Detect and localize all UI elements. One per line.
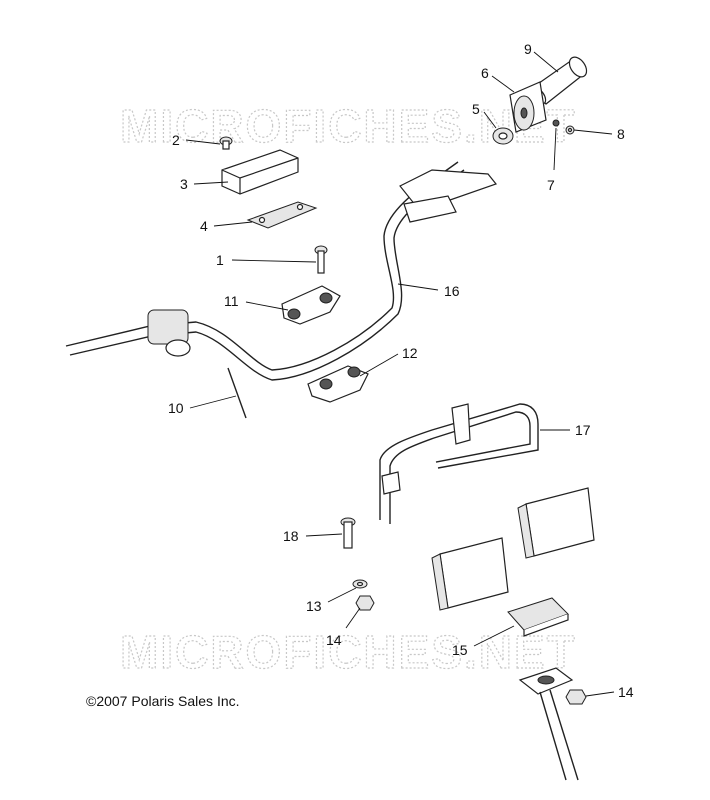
part-14b-nut [565,689,587,705]
part-10-cable-tie [227,367,247,419]
part-11-clamp [281,285,341,325]
part-17-bracket [379,403,539,524]
part-8-nut [565,125,575,135]
copyright-text: ©2007 Polaris Sales Inc. [86,693,240,709]
part-6-block [509,81,547,133]
callout-14b: 14 [618,684,634,700]
callout-5: 5 [472,101,480,117]
watermark-bottom: MICROFICHES.NET [120,626,577,678]
callout-1: 1 [216,252,224,268]
callout-8: 8 [617,126,625,142]
callout-12: 12 [402,345,418,361]
part-15-plate [507,597,569,637]
part-1-bolt [314,245,328,274]
callout-16: 16 [444,283,460,299]
callout-9: 9 [524,41,532,57]
part-14-nut [355,595,375,611]
leader-lines [185,51,615,697]
part-3-cover [221,149,299,195]
callout-11: 11 [224,293,239,309]
part-18-bolt [340,517,356,549]
part-12-clamp [307,365,369,403]
callout-7: 7 [547,177,555,193]
part-2-bolt [219,136,233,150]
callout-13: 13 [306,598,322,614]
part-7-screw [552,119,560,127]
callout-4: 4 [200,218,208,234]
callout-2: 2 [172,132,180,148]
part-light-right [517,487,595,559]
part-light-left [431,537,509,611]
part-4-plate [246,201,318,229]
part-5-washer [492,127,514,145]
callout-6: 6 [481,65,489,81]
part-post [518,667,579,781]
part-16-handlebar [65,161,497,381]
callout-14a: 14 [326,632,342,648]
callout-10: 10 [168,400,184,416]
part-13-washer [352,579,368,589]
callout-17: 17 [575,422,591,438]
callout-3: 3 [180,176,188,192]
callout-18: 18 [283,528,299,544]
watermark-top: MICROFICHES.NET [120,100,577,152]
callout-15: 15 [452,642,468,658]
